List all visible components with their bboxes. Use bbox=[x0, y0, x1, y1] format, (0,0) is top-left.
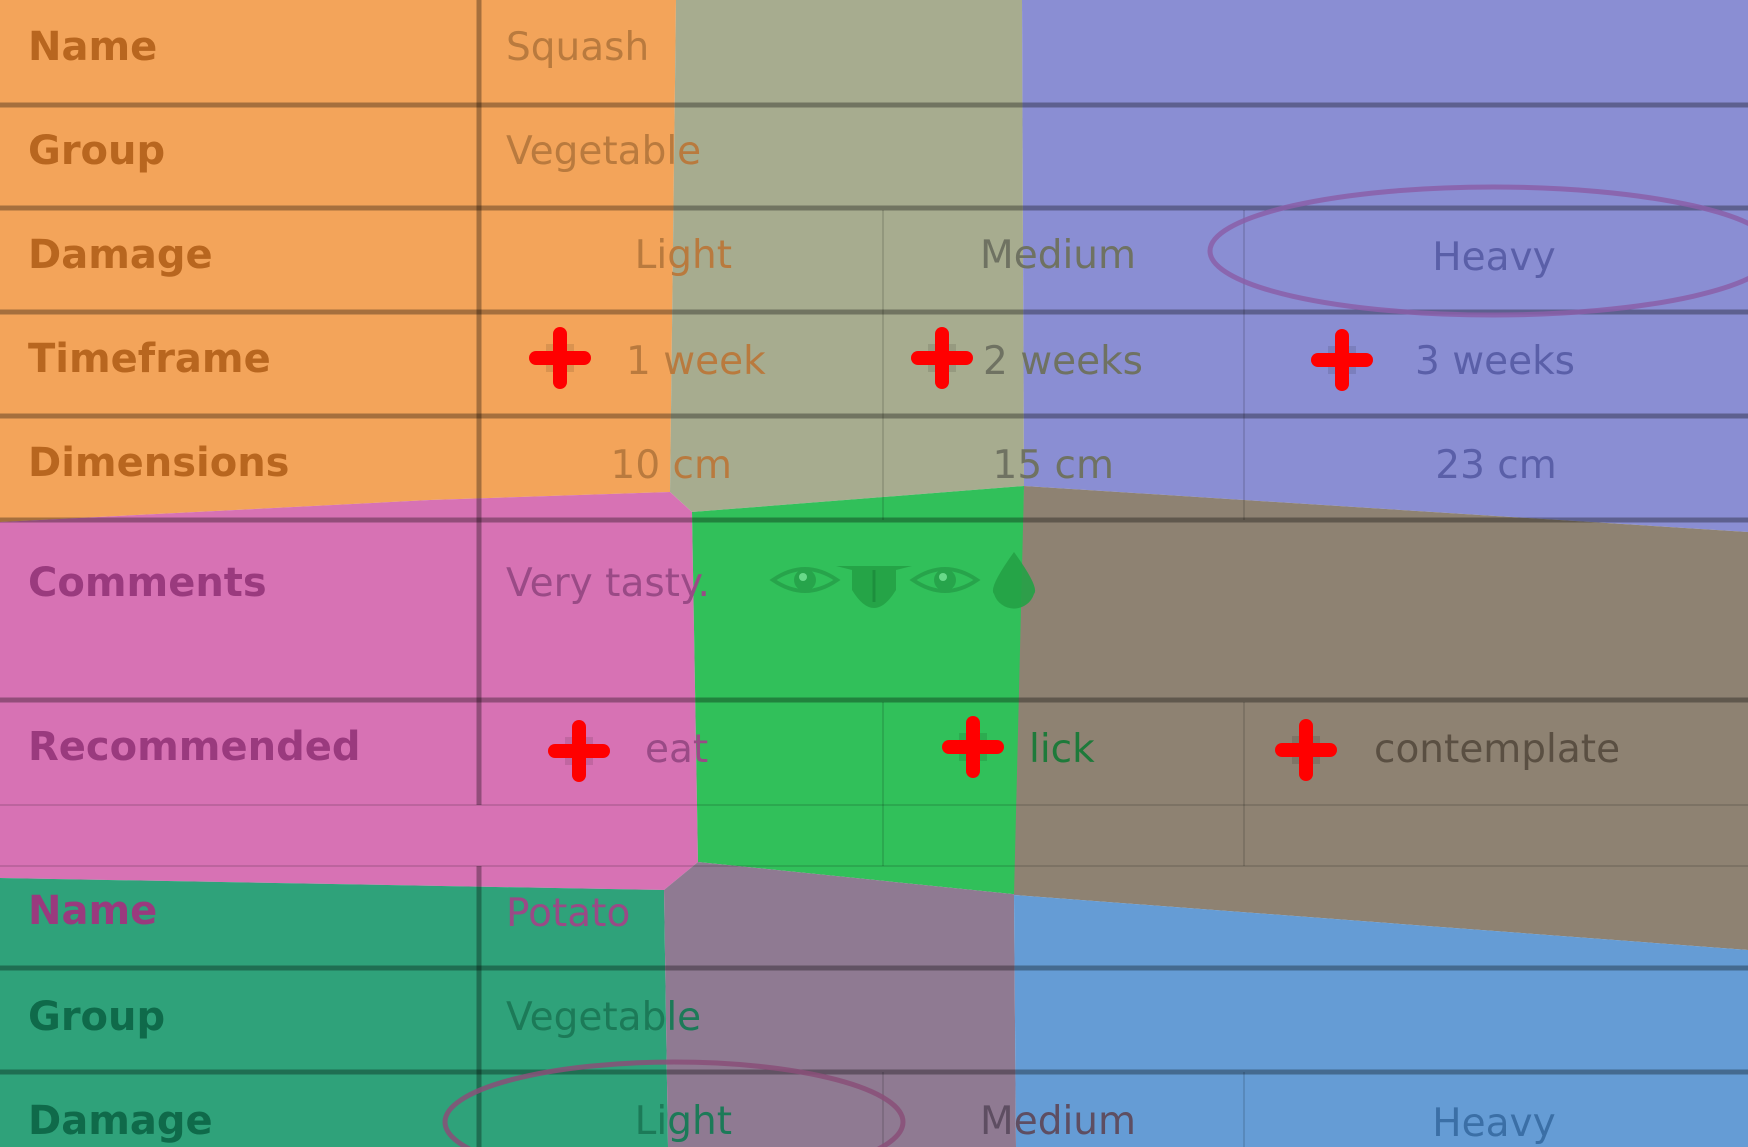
eye-icon[interactable] bbox=[909, 567, 981, 593]
timeframe-option-2[interactable]: 2 weeks bbox=[983, 339, 1143, 384]
damage-option-light[interactable]: Light bbox=[635, 1099, 732, 1144]
damage-option-medium[interactable]: Medium bbox=[980, 1099, 1136, 1144]
damage-option-light[interactable]: Light bbox=[635, 233, 732, 278]
damage-label: Damage bbox=[28, 1098, 213, 1144]
damage-label: Damage bbox=[28, 232, 213, 278]
record-1-labels: Name Group Damage Timeframe Dimensions C… bbox=[28, 24, 360, 770]
name-value[interactable]: Squash bbox=[506, 25, 649, 70]
damage-option-heavy[interactable]: Heavy bbox=[1432, 1101, 1555, 1146]
timeframe-label: Timeframe bbox=[28, 336, 271, 382]
region-teal bbox=[0, 878, 668, 1147]
record-2-values: Potato Vegetable Light Medium Heavy bbox=[506, 891, 1556, 1146]
damage-heavy-selection-ring bbox=[1207, 184, 1748, 318]
timeframe-option-3[interactable]: 3 weeks bbox=[1415, 339, 1575, 384]
record-1-values: Squash Vegetable Light Medium Heavy 1 we… bbox=[506, 25, 1620, 772]
record-2-labels: Name Group Damage bbox=[28, 888, 213, 1144]
name-label: Name bbox=[28, 888, 157, 934]
region-taupe bbox=[1014, 486, 1748, 950]
recommended-option-eat[interactable]: eat bbox=[645, 727, 708, 772]
plus-icons bbox=[529, 327, 1373, 782]
region-sky bbox=[1014, 895, 1748, 1147]
region-periwinkle bbox=[1022, 0, 1748, 532]
plus-icon[interactable] bbox=[911, 327, 973, 389]
plus-icon[interactable] bbox=[1275, 719, 1337, 781]
recommended-option-contemplate[interactable]: contemplate bbox=[1374, 727, 1620, 772]
tongue-icon[interactable] bbox=[836, 566, 912, 608]
name-value[interactable]: Potato bbox=[506, 891, 630, 936]
row-separators bbox=[0, 102, 1748, 1075]
plus-icon[interactable] bbox=[1311, 329, 1373, 391]
comment-icons bbox=[769, 552, 1036, 609]
eye-icon[interactable] bbox=[769, 567, 841, 593]
group-label: Group bbox=[28, 128, 165, 174]
group-value[interactable]: Vegetable bbox=[506, 129, 701, 174]
damage-option-medium[interactable]: Medium bbox=[980, 233, 1136, 278]
comments-label: Comments bbox=[28, 560, 267, 606]
drop-icon[interactable] bbox=[992, 552, 1036, 609]
plus-icon[interactable] bbox=[529, 327, 591, 389]
recommended-option-lick[interactable]: lick bbox=[1029, 727, 1095, 772]
recommended-label: Recommended bbox=[28, 724, 360, 770]
plus-icon[interactable] bbox=[942, 716, 1004, 778]
plus-icon[interactable] bbox=[548, 720, 610, 782]
name-label: Name bbox=[28, 24, 157, 70]
dimensions-label: Dimensions bbox=[28, 440, 289, 486]
dimensions-option-2: 15 cm bbox=[993, 443, 1114, 488]
region-orange bbox=[0, 0, 676, 522]
comments-value[interactable]: Very tasty. bbox=[506, 561, 710, 606]
region-mauve bbox=[664, 862, 1022, 1147]
damage-option-heavy[interactable]: Heavy bbox=[1432, 235, 1555, 280]
dimensions-option-1: 10 cm bbox=[611, 443, 732, 488]
region-pink bbox=[0, 492, 698, 890]
group-value[interactable]: Vegetable bbox=[506, 995, 701, 1040]
damage-light-selection-ring bbox=[442, 1059, 906, 1147]
group-label: Group bbox=[28, 994, 165, 1040]
inner-grid bbox=[0, 210, 1748, 1147]
dimensions-option-3: 23 cm bbox=[1435, 443, 1556, 488]
timeframe-option-1[interactable]: 1 week bbox=[626, 339, 766, 384]
